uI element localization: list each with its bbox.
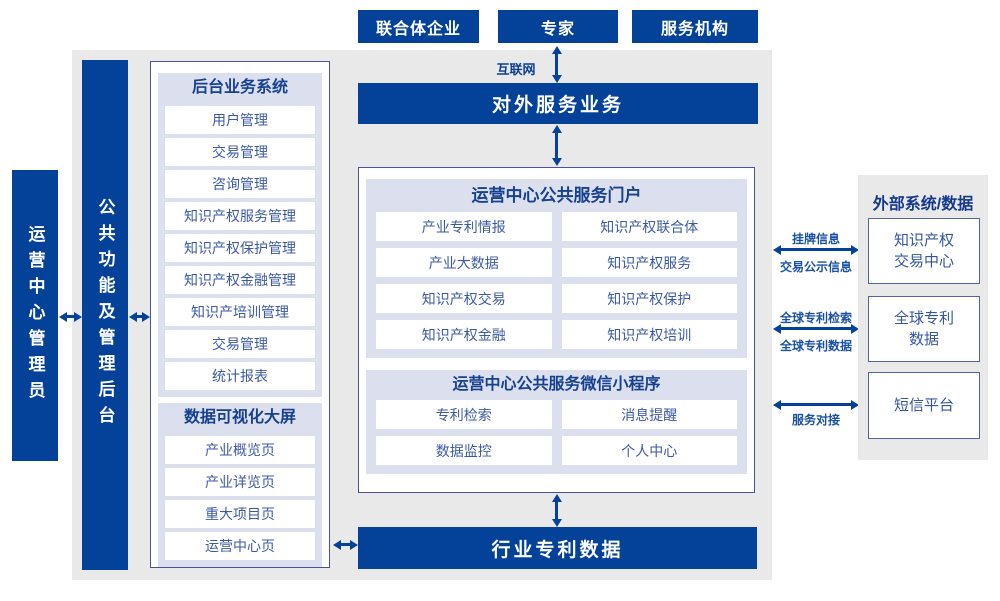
connector-label-transaction-publicity: 交易公示信息 <box>779 260 852 274</box>
entity-box-service-agency: 服务机构 <box>632 10 758 43</box>
wechat-miniprogram-section: 运营中心公共服务微信小程序 专利检索 消息提醒 数据监控 个人中心 <box>366 370 747 474</box>
industry-patent-data-label: 行业专利数据 <box>491 539 624 561</box>
list-item: 产业详览页 <box>165 468 315 496</box>
external-systems-panel: 外部系统/数据 知识产权 交易中心 全球专利 数据 短信平台 <box>858 175 988 460</box>
list-item: 产业专利情报 <box>376 212 552 241</box>
list-item: 咨询管理 <box>165 170 315 198</box>
arrow-to-sms-platform <box>773 399 859 410</box>
backend-business-section: 后台业务系统 用户管理 交易管理 咨询管理 知识产权服务管理 知识产权保护管理 … <box>158 73 322 397</box>
list-item: 知识产权金融管理 <box>165 266 315 294</box>
external-systems-title: 外部系统/数据 <box>872 196 974 213</box>
list-item: 知识产权培训 <box>561 320 737 349</box>
list-item: 交易管理 <box>165 138 315 166</box>
industry-patent-data-bar: 行业专利数据 <box>358 527 757 569</box>
list-item: 知识产权金融 <box>376 320 552 349</box>
connector-label-service-docking: 服务对接 <box>791 413 840 427</box>
connector-label-global-patent-search: 全球专利检索 <box>779 311 852 325</box>
list-item: 重大项目页 <box>165 500 315 528</box>
admin-bar-label: 运营中心管理员 <box>25 224 45 407</box>
list-item: 产业大数据 <box>376 248 552 277</box>
portal-title: 运营中心公共服务门户 <box>471 186 642 205</box>
list-item: 专利检索 <box>376 400 552 429</box>
connector-label-listing-info: 挂牌信息 <box>791 232 840 246</box>
entity-label: 服务机构 <box>660 20 729 38</box>
arrow-experts-to-external-service <box>551 46 562 83</box>
global-patent-data-box: 全球专利 数据 <box>868 296 980 362</box>
list-item: 消息提醒 <box>561 400 737 429</box>
arrow-admin-to-backend <box>59 311 82 322</box>
list-item: 知识产权保护管理 <box>165 234 315 262</box>
arrow-backend-to-left-panel <box>129 311 150 322</box>
list-item: 知识产权联合体 <box>561 212 737 241</box>
sms-platform-box: 短信平台 <box>868 372 980 439</box>
miniprogram-items-grid: 专利检索 消息提醒 数据监控 个人中心 <box>374 400 739 465</box>
backend-business-title: 后台业务系统 <box>191 79 288 96</box>
entity-label: 联合体企业 <box>375 20 461 38</box>
list-item: 数据监控 <box>376 436 552 465</box>
operation-center-admin-bar: 运营中心管理员 <box>12 170 58 461</box>
list-item: 用户管理 <box>165 106 315 134</box>
list-item: 个人中心 <box>561 436 737 465</box>
arrow-external-service-to-portal <box>551 125 562 166</box>
external-service-bar: 对外服务业务 <box>358 83 758 124</box>
portal-items-grid: 产业专利情报 知识产权联合体 产业大数据 知识产权服务 知识产权交易 知识产权保… <box>374 212 739 349</box>
list-item: 知识产权交易 <box>376 284 552 313</box>
data-visualization-title: 数据可视化大屏 <box>183 409 296 426</box>
entity-label: 专家 <box>540 20 575 38</box>
ip-trading-center-box: 知识产权 交易中心 <box>868 218 980 284</box>
entity-box-consortium-enterprise: 联合体企业 <box>358 10 479 43</box>
list-item: 知识产培训管理 <box>165 298 315 326</box>
arrow-visualization-to-industry-data <box>333 539 358 550</box>
entity-box-experts: 专家 <box>498 10 618 43</box>
data-visualization-section: 数据可视化大屏 产业概览页 产业详览页 重大项目页 运营中心页 <box>158 403 322 567</box>
list-item: 知识产权保护 <box>561 284 737 313</box>
miniprogram-title: 运营中心公共服务微信小程序 <box>452 376 661 393</box>
external-service-label: 对外服务业务 <box>491 95 624 116</box>
arrow-to-global-patent-data <box>773 323 859 334</box>
public-function-backend-bar: 公共功能及管理后台 <box>82 60 128 570</box>
left-panel: 后台业务系统 用户管理 交易管理 咨询管理 知识产权服务管理 知识产权保护管理 … <box>150 61 330 568</box>
center-panel: 运营中心公共服务门户 产业专利情报 知识产权联合体 产业大数据 知识产权服务 知… <box>358 167 755 493</box>
connector-label-global-patent-data: 全球专利数据 <box>779 339 852 353</box>
backend-bar-label: 公共功能及管理后台 <box>95 198 115 432</box>
list-item: 产业概览页 <box>165 436 315 464</box>
arrow-portal-to-industry-data <box>551 494 562 527</box>
list-item: 交易管理 <box>165 330 315 358</box>
list-item: 运营中心页 <box>165 532 315 560</box>
list-item: 统计报表 <box>165 362 315 390</box>
list-item: 知识产权服务管理 <box>165 202 315 230</box>
list-item: 知识产权服务 <box>561 248 737 277</box>
public-service-portal-section: 运营中心公共服务门户 产业专利情报 知识产权联合体 产业大数据 知识产权服务 知… <box>366 179 747 358</box>
internet-label: 互联网 <box>496 62 536 77</box>
arrow-to-ip-trading-center <box>773 244 859 255</box>
